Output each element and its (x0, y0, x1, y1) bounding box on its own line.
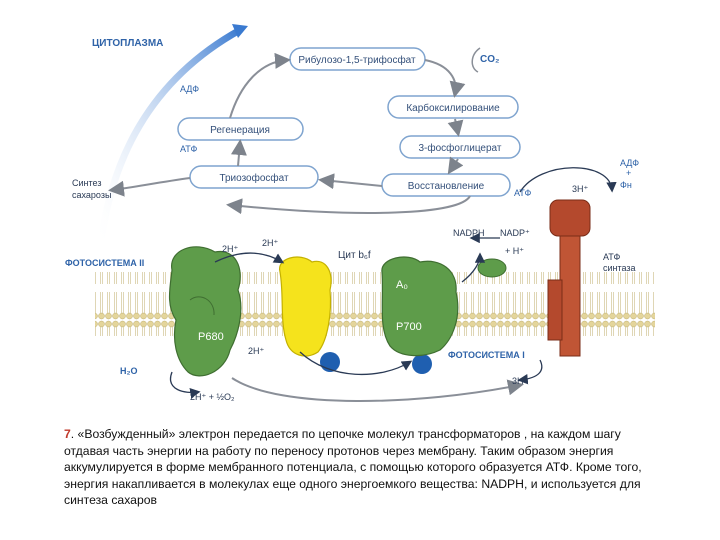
phosphoglycerate-box: 3-фосфоглицерат (399, 135, 521, 159)
cycle-arrows (108, 47, 481, 215)
atp-synthase-label-1: АТФ (603, 252, 620, 262)
h-plus-label: + H⁺ (505, 246, 524, 256)
cytoplasm-label: ЦИТОПЛАЗМА (92, 38, 163, 49)
photosystem-i: A₀ P700 (381, 256, 459, 357)
pi-label: Фн (620, 180, 632, 190)
three-h-top-label: 3H⁺ (572, 184, 589, 194)
ps2-label: ФОТОСИСТЕМА II (65, 258, 144, 268)
svg-text:Рибулозо-1,5-трифосфат: Рибулозо-1,5-трифосфат (298, 54, 416, 66)
plastocyanin-left (320, 352, 340, 372)
svg-text:Триозофосфат: Триозофосфат (219, 172, 289, 184)
caption-text: . «Возбужденный» электрон передается по … (64, 427, 642, 508)
atp-synthase (547, 199, 591, 357)
ps1-label: ФОТОСИСТЕМА I (448, 350, 525, 360)
caption: 7. «Возбужденный» электрон передается по… (64, 426, 664, 509)
photosystem-ii: P680 (168, 246, 242, 377)
plus-label: + (626, 168, 631, 178)
photosynthesis-diagram: ЦИТОПЛАЗМА Рибулозо-1,5-трифосфат Карбок… (65, 24, 655, 402)
nadph-label: NADPH (453, 228, 485, 238)
caption-number: 7 (64, 427, 71, 441)
regeneration-box: Регенерация (177, 117, 304, 141)
cytoplasm-arrow-head (232, 24, 248, 38)
svg-text:Карбоксилирование: Карбоксилирование (406, 102, 500, 114)
svg-text:3-фосфоглицерат: 3-фосфоглицерат (419, 142, 502, 154)
two-h-label-1: 2H⁺ (222, 244, 239, 254)
p680-label: P680 (198, 331, 224, 343)
triose-box: Триозофосфат (189, 165, 319, 189)
svg-text:Восстановление: Восстановление (408, 181, 485, 192)
two-h-label-2: 2H⁺ (262, 238, 279, 248)
sucrose-label-2: сахарозы (72, 190, 111, 200)
ribulose-box: Рибулозо-1,5-трифосфат (289, 47, 426, 71)
return-arrows (231, 377, 524, 402)
three-h-bottom-label: 3H⁺ (512, 376, 529, 386)
atp-synthase-label-2: синтаза (603, 263, 636, 273)
sucrose-label-1: Синтез (72, 178, 101, 188)
co2-label: CO₂ (480, 54, 499, 65)
adp-right-label: АДФ (620, 158, 639, 168)
ferredoxin (477, 258, 507, 278)
h2o-label: H₂O (120, 366, 138, 376)
p700-label: P700 (396, 321, 422, 333)
carboxylation-box: Карбоксилирование (387, 95, 519, 119)
reduction-box: Восстановление (381, 173, 511, 197)
two-h-label-3: 2H⁺ (248, 346, 265, 356)
atp-regen-label: АТФ (180, 144, 197, 154)
transport-arrows (169, 167, 617, 399)
svg-text:Регенерация: Регенерация (210, 125, 270, 136)
cyt-label: Цит b₆f (338, 250, 371, 261)
nadp-label: NADP⁺ (500, 228, 530, 238)
water-split-label: 2H⁺ + ½O₂ (190, 392, 235, 402)
cytoplasm-boundary (96, 26, 244, 254)
plastocyanin-right (412, 354, 432, 374)
adp-top-label: АДФ (180, 84, 199, 94)
cytochrome-b6f: Цит b₆f (279, 250, 371, 357)
atp-reduction-label: АТФ (514, 188, 531, 198)
a0-label: A₀ (396, 279, 408, 291)
